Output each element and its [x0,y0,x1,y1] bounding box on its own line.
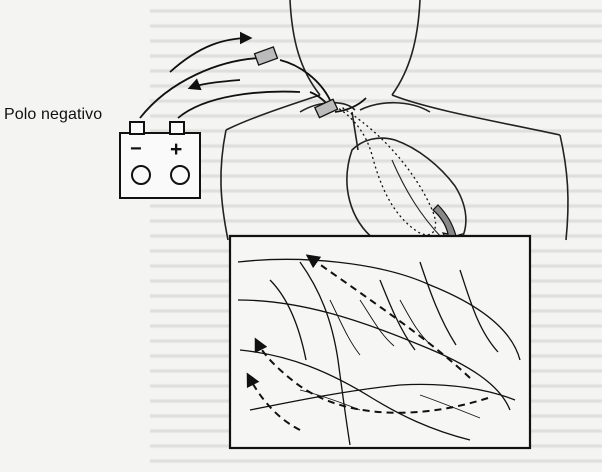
plus-sign: + [170,138,182,161]
torso-outline [221,0,568,240]
battery [120,122,200,198]
label-polo-negativo: Polo negativo [4,106,102,124]
torso-right-side [560,135,568,240]
battery-terminal-positive [170,122,184,134]
torso-left-side [221,130,228,240]
shoulder-left [226,95,320,130]
neck-right [392,0,420,95]
arrow-top-right [170,38,250,72]
electrodes [255,47,338,118]
wire-upper [140,58,260,118]
sternum-notch [352,112,358,150]
inset-box [230,236,530,448]
arrow-to-left [190,80,240,88]
electrode-lower [315,99,338,117]
shoulder-right [392,95,560,135]
current-arrows [170,38,250,88]
wire-lower [178,92,300,118]
minus-sign: − [130,138,142,160]
electrode-upper [255,47,278,65]
pacing-lead-dotted [335,106,436,235]
battery-terminal-negative [130,122,144,134]
wire-upper-cont [280,60,330,100]
